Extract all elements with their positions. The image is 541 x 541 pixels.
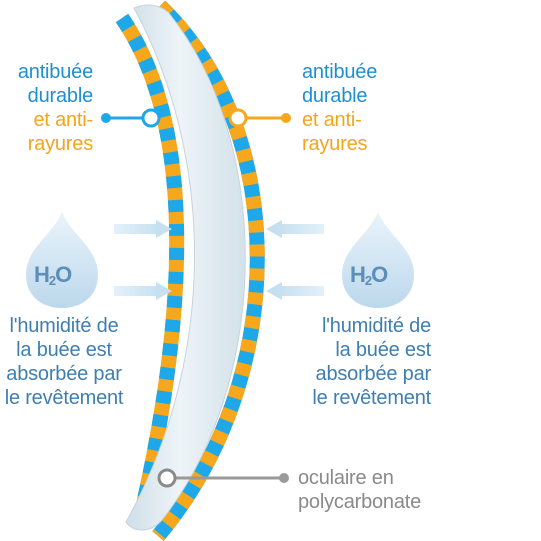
left-humidity-line4: le revêtement — [4, 387, 124, 409]
left-coating-connector — [101, 108, 161, 128]
left-coating-line1: antibuée — [17, 61, 93, 83]
right-humidity-line1: l'humidité de — [321, 315, 431, 337]
lens-material-line2: polycarbonate — [298, 491, 422, 513]
lens-body — [125, 4, 246, 531]
left-coating-label: antibuée durable et anti- rayures — [18, 60, 93, 156]
right-coating-stripes — [152, 0, 265, 541]
lens-connector — [157, 468, 289, 488]
left-humidity-label: l'humidité de la buée est absorbée par l… — [0, 314, 128, 410]
right-coating-line4: rayures — [302, 133, 368, 155]
left-coating-line2: durable — [27, 85, 94, 107]
water-drop-icon — [26, 212, 98, 308]
left-coating-stripes — [115, 13, 185, 530]
right-coating-label: antibuée durable et anti- rayures — [302, 60, 377, 156]
water-drop-icon — [342, 212, 414, 308]
left-humidity-line3: absorbée par — [6, 363, 122, 385]
right-drop-formula: H2O — [350, 262, 388, 288]
left-drop-formula: H2O — [34, 262, 72, 288]
left-coating-line4: rayures — [27, 133, 93, 155]
left-humidity-line1: l'humidité de — [9, 315, 119, 337]
lens-material-line1: oculaire en — [298, 467, 394, 489]
right-humidity-label: l'humidité de la buée est absorbée par l… — [312, 314, 431, 410]
arrow-right-icon — [114, 220, 172, 238]
right-coating-line2: durable — [302, 85, 368, 107]
arrow-right-icon — [114, 282, 172, 300]
right-humidity-line2: la buée est — [335, 339, 431, 361]
right-humidity-line3: absorbée par — [315, 363, 432, 385]
right-coating-line3: et anti- — [302, 109, 362, 131]
right-humidity-line4: le revêtement — [312, 387, 431, 409]
arrow-left-icon — [266, 282, 324, 300]
left-humidity-line2: la buée est — [16, 339, 112, 361]
lens-material-label: oculaire en polycarbonate — [298, 466, 421, 514]
arrow-left-icon — [266, 220, 324, 238]
left-coating-line3: et anti- — [33, 109, 93, 131]
right-coating-connector — [228, 108, 291, 128]
right-coating-line1: antibuée — [302, 61, 378, 83]
